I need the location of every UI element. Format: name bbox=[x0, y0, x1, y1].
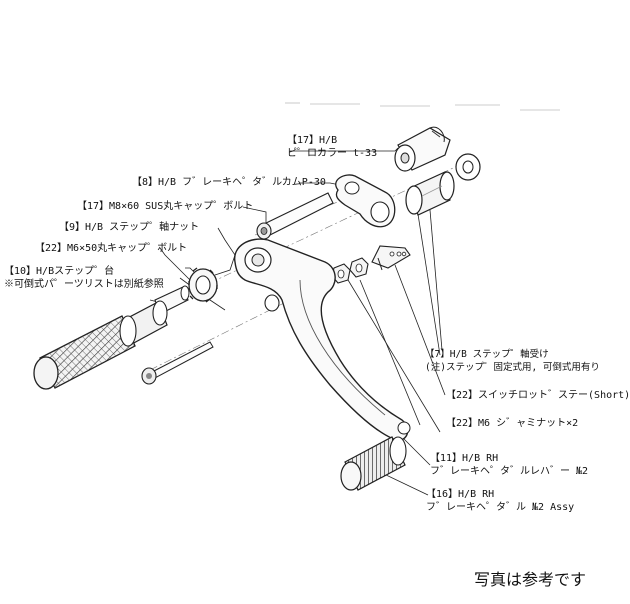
brake-pedal-cam-part bbox=[335, 174, 396, 228]
pillow-collar-part bbox=[394, 126, 451, 172]
label-m8-cap-bolt: 【17】M8×60 SUS丸キャップ゜ボルト bbox=[77, 201, 254, 212]
label-jam-nut: 【22】M6 シ゛ャミナット×2 bbox=[446, 418, 579, 429]
label-step-base: 【10】H/Bステップ゜台 ※可倒式パ゜ーツリストは別紙参照 bbox=[4, 266, 164, 290]
washer-part bbox=[455, 153, 481, 181]
exploded-parts-diagram: 【17】H/B ピ゜ロカラー t-33 【8】H/B フ゛レーキヘ゜タ゛ルカムP… bbox=[4, 102, 630, 589]
label-step-shaft-holder: 【7】H/B ステップ゜軸受け (注)ステップ゜固定式用, 可倒式用有り bbox=[425, 349, 600, 373]
step-base-part bbox=[33, 285, 190, 390]
m6-cap-bolt-part bbox=[141, 341, 214, 385]
label-step-shaft-nut: 【9】H/B ステップ゜軸ナット bbox=[59, 222, 200, 233]
label-m6-cap-bolt: 【22】M6×50丸キャップ゜ボルト bbox=[35, 243, 188, 254]
switch-rod-stay-part bbox=[371, 245, 411, 271]
step-shaft-holder-part bbox=[405, 171, 455, 216]
label-brake-pedal-assy: 【16】H/B RH フ゛レーキヘ゜タ゛ル №2 Assy bbox=[426, 489, 575, 513]
diagram-drawing bbox=[33, 102, 560, 496]
label-pillow-collar: 【17】H/B ピ゜ロカラー t-33 bbox=[287, 135, 378, 159]
brake-pedal-tip-part bbox=[340, 436, 407, 491]
jam-nut-part bbox=[331, 257, 369, 284]
label-brake-pedal-lever: 【11】H/B RH フ゛レーキヘ゜タ゛ルレハ゛ー №2 bbox=[430, 453, 589, 477]
reference-photo-caption: 写真は参考です bbox=[473, 570, 586, 589]
m8-cap-bolt-part bbox=[256, 192, 334, 240]
background-marks bbox=[285, 102, 560, 111]
label-brake-pedal-cam: 【8】H/B フ゛レーキヘ゜タ゛ルカムP-30 bbox=[132, 177, 326, 188]
step-shaft-nut-part bbox=[188, 267, 218, 303]
brake-pedal-lever-part bbox=[234, 238, 411, 441]
label-switch-rod-stay: 【22】スイッチロット゛ステー(Short) bbox=[446, 390, 630, 401]
